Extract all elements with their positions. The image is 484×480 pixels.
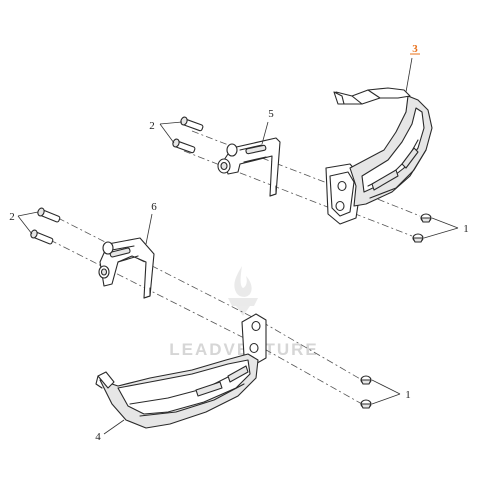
centerline — [339, 207, 413, 237]
callout-2-lower[interactable]: 2 — [9, 211, 15, 223]
bolt — [180, 116, 204, 132]
upper-hand-guard — [325, 87, 433, 225]
bolt — [30, 229, 54, 245]
lower-bolts — [30, 207, 61, 245]
screw — [360, 399, 372, 409]
centerline — [191, 130, 341, 189]
callout-6[interactable]: 6 — [151, 201, 157, 213]
screw — [420, 213, 432, 223]
callout-1-upper[interactable]: 1 — [463, 223, 469, 235]
centerline — [349, 187, 421, 217]
callout-5[interactable]: 5 — [268, 108, 274, 120]
bolt — [37, 207, 61, 223]
centerline — [57, 217, 263, 323]
screw — [360, 375, 372, 385]
center-lines — [49, 130, 421, 405]
lower-screws — [360, 375, 372, 409]
upper-mount-bracket — [217, 137, 281, 197]
centerline — [183, 150, 331, 209]
centerline — [251, 341, 363, 405]
callout-1-lower[interactable]: 1 — [405, 389, 411, 401]
centerline — [261, 321, 363, 381]
callout-4[interactable]: 4 — [95, 431, 101, 443]
screw — [412, 233, 424, 243]
lower-mount-bracket — [98, 237, 155, 299]
upper-screws — [412, 213, 432, 243]
callout-2-upper[interactable]: 2 — [149, 120, 155, 132]
callouts: 3 5 2 1 6 2 1 4 — [9, 43, 469, 443]
callout-3[interactable]: 3 — [412, 43, 418, 55]
flame-logo-icon — [228, 266, 258, 316]
watermark: LEADVENTURE — [169, 266, 319, 359]
upper-bolts — [172, 116, 204, 154]
leader-lines — [17, 57, 459, 435]
lower-hand-guard — [95, 313, 267, 429]
watermark-text: LEADVENTURE — [169, 340, 319, 359]
bolt — [172, 138, 196, 154]
